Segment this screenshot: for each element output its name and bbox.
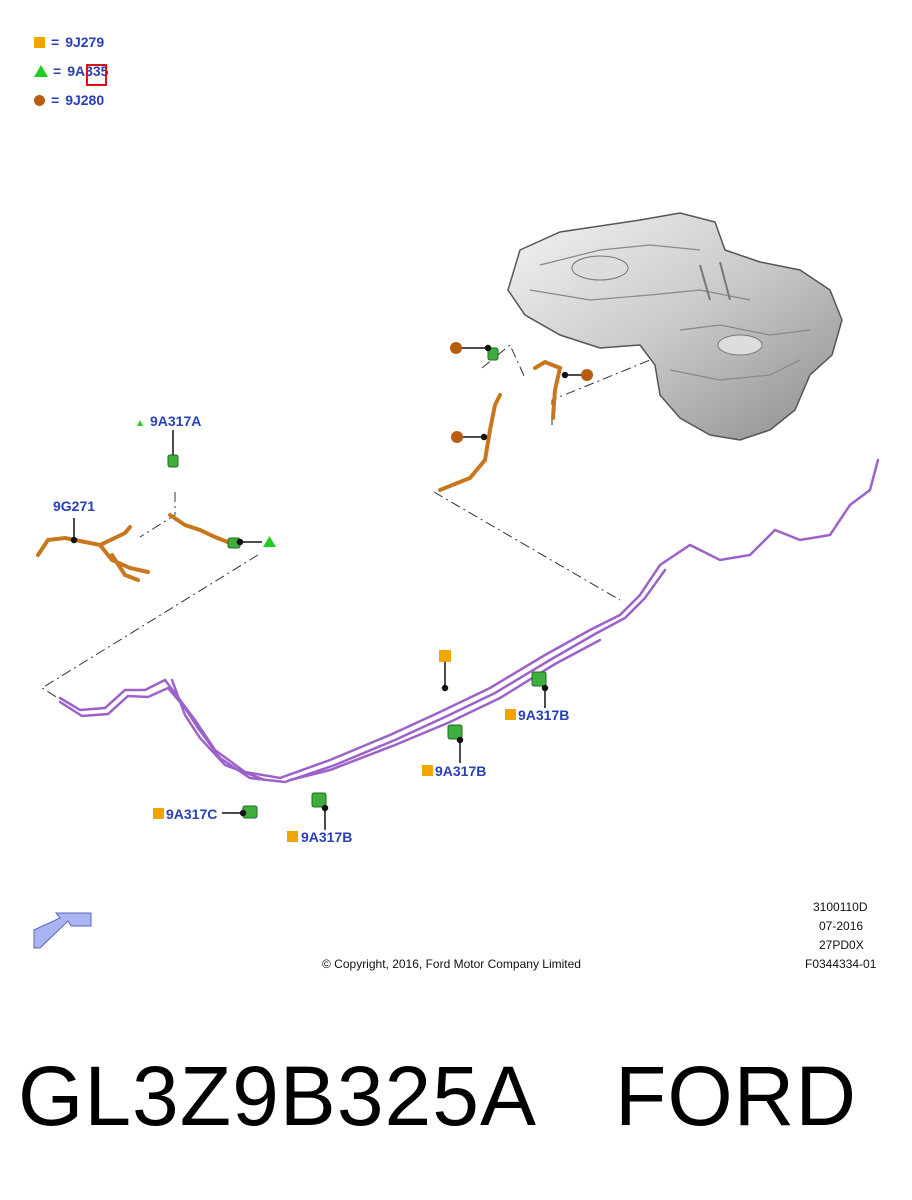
front-direction-arrow-icon: [33, 912, 92, 949]
highlight-box: [86, 64, 107, 86]
legend-row-triangle: = 9A335: [34, 61, 108, 81]
info-line-2: 07-2016: [819, 919, 864, 933]
info-line-1: 3100110D: [813, 900, 868, 914]
legend-code[interactable]: 9J280: [65, 92, 105, 108]
fuel-hoses: [36, 359, 563, 582]
square-marker-icon: [422, 765, 433, 776]
square-marker-icon: [439, 650, 451, 662]
fuel-lines: [58, 458, 880, 784]
legend-equals: =: [53, 63, 62, 79]
legend-code[interactable]: 9J279: [65, 34, 105, 50]
triangle-marker-icon: [263, 536, 276, 547]
legend-equals: =: [51, 92, 60, 108]
circle-marker-icon: [450, 342, 462, 354]
part-caption: GL3Z9B325A FORD: [18, 1048, 857, 1145]
square-marker-icon: [505, 709, 516, 720]
triangle-marker-icon: [137, 420, 143, 426]
brand-name: FORD: [615, 1049, 857, 1143]
callout-leaders: [70, 344, 583, 830]
callout-9a317b-left[interactable]: 9A317B: [301, 829, 353, 845]
square-marker-icon: [153, 808, 164, 819]
legend-equals: =: [51, 34, 60, 50]
callout-9a317b-right[interactable]: 9A317B: [518, 707, 570, 723]
circle-icon: [34, 94, 45, 106]
callout-9g271[interactable]: 9G271: [53, 498, 96, 514]
leader-lines: [41, 344, 651, 699]
circle-marker-icon: [451, 431, 463, 443]
callout-9a317b-center[interactable]: 9A317B: [435, 763, 487, 779]
copyright-text: © Copyright, 2016, Ford Motor Company Li…: [322, 957, 581, 971]
square-marker-icon: [287, 831, 298, 842]
legend-row-circle: = 9J280: [34, 90, 104, 110]
callout-9a317a[interactable]: 9A317A: [150, 413, 202, 429]
legend-row-square: = 9J279: [34, 32, 104, 52]
info-line-3: 27PD0X: [819, 938, 864, 952]
diagram-markers: [137, 342, 593, 842]
triangle-icon: [34, 65, 48, 77]
part-number: GL3Z9B325A: [18, 1049, 538, 1143]
square-icon: [34, 36, 45, 48]
info-line-4: F0344334-01: [805, 957, 877, 971]
circle-marker-icon: [581, 369, 593, 381]
fuel-tank: [507, 212, 843, 441]
callout-9a317c[interactable]: 9A317C: [166, 806, 218, 822]
clips: [167, 347, 547, 819]
